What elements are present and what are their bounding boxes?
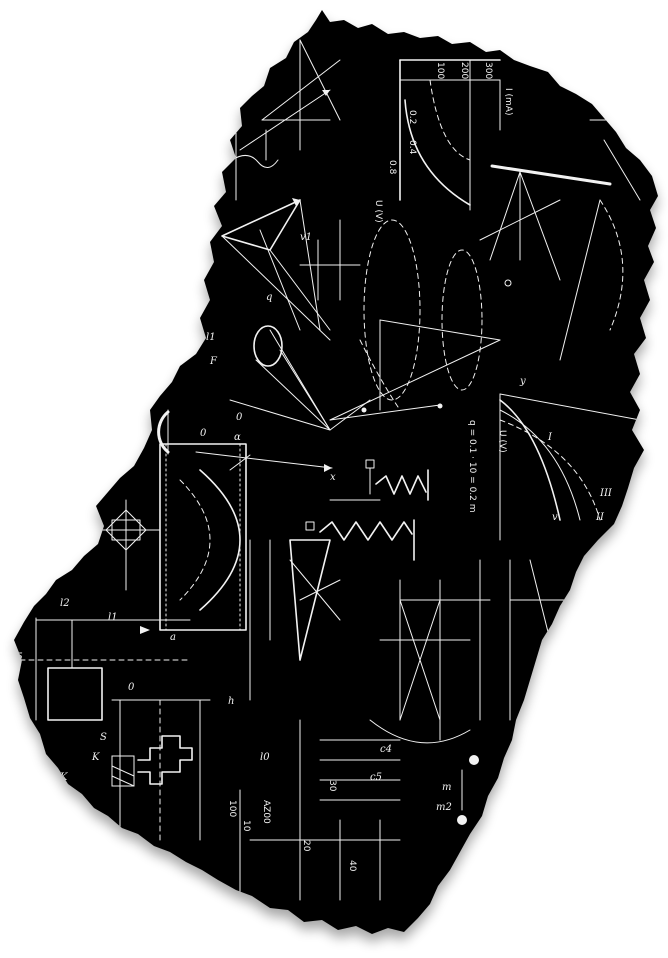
svg-text:v1: v1 [300,232,312,243]
svg-text:0.4: 0.4 [407,140,417,155]
svg-text:l2: l2 [60,598,70,609]
svg-text:β: β [579,572,586,583]
svg-text:0: 0 [200,428,207,439]
svg-text:S: S [100,732,107,743]
svg-text:0.2: 0.2 [407,110,417,124]
svg-text:q: q [266,292,272,303]
hatched-triangle [249,539,341,701]
torn-paper-shape [14,10,658,934]
svg-text:0.8: 0.8 [387,160,397,175]
svg-text:x: x [330,472,336,483]
svg-text:K: K [91,752,100,763]
svg-text:v: v [552,512,558,523]
svg-text:U (V): U (V) [373,200,383,223]
svg-text:U (V): U (V) [497,430,507,453]
svg-text:II: II [595,512,605,523]
svg-text:III: III [599,488,613,499]
svg-text:30: 30 [327,780,337,792]
svg-text:m: m [442,782,451,793]
svg-text:π: π [189,342,197,353]
svg-text:a: a [170,632,176,643]
svg-text:100: 100 [227,800,237,817]
sketch-content: 0.2 0.4 0.8 100 200 300 I (mA) U (V) [9,39,641,901]
svg-text:F: F [209,356,218,367]
svg-text:200: 200 [459,62,469,79]
spring-system [305,459,429,561]
svg-text:c5: c5 [370,772,382,783]
svg-text:25: 25 [9,652,23,663]
svg-text:l1: l1 [206,332,216,343]
svg-text:h: h [228,696,234,707]
square-figure [19,617,191,721]
force-triangle [221,198,361,341]
svg-text:m2: m2 [436,802,452,813]
ray-fan [229,325,371,431]
iu-graph: 0.2 0.4 0.8 100 200 300 I (mA) U (V) [373,59,513,223]
svg-text:α: α [234,432,241,443]
step-cross [111,699,211,841]
svg-text:y: y [519,376,526,387]
svg-text:300: 300 [483,62,493,79]
scale-bottom: 10 20 30 40 AZ00 100 [227,719,401,901]
svg-text:I (mA): I (mA) [503,88,513,115]
semicircle-left [157,410,170,454]
lens-diagram [329,219,501,421]
svg-text:c4: c4 [380,744,392,755]
svg-text:K: K [59,772,68,783]
vector-diagram-top [231,39,341,201]
svg-text:0: 0 [236,412,243,423]
bridge-circuit [95,499,161,591]
decay-curves: q = 0.1 · 10 = 0.2 m U (V) [467,393,641,541]
svg-text:l1: l1 [108,612,118,623]
svg-text:AZ00: AZ00 [261,800,271,824]
svg-text:0: 0 [128,682,135,693]
hatched-bar [479,89,641,361]
svg-text:40: 40 [347,860,357,872]
svg-text:10: 10 [241,820,251,832]
channel-flow: x a [159,443,336,643]
svg-text:l0: l0 [260,752,270,763]
svg-text:100: 100 [435,62,445,79]
svg-text:I: I [547,432,553,443]
svg-text:q = 0.1 · 10 = 0.2 m: q = 0.1 · 10 = 0.2 m [467,420,477,513]
svg-text:20: 20 [301,840,311,852]
